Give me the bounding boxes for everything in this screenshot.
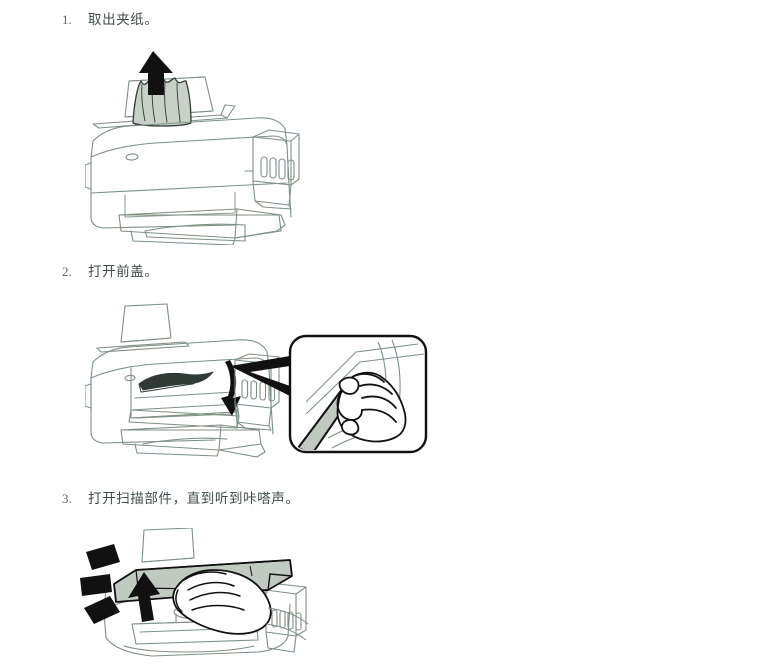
ink-tank-unit [244,129,300,210]
body-front-bottom [90,192,236,229]
body-top-curve [92,339,268,363]
body-front-bottom [90,411,216,444]
figure-open-scanner-unit [80,528,315,665]
interior-floor [123,645,255,653]
ink-window-1 [260,156,268,178]
left-side-tab [85,383,92,409]
rear-feeder-lip [96,341,190,353]
step-3-number: 3. [62,491,72,506]
callout-content [296,339,424,450]
up-arrow-1 [86,544,120,570]
scanner-open-arrows [80,544,160,624]
callout-illustration [230,334,428,454]
tray-right-foot [234,214,286,239]
step-2-text: 打开前盖。 [88,264,159,280]
printer-illustration-1 [85,51,300,245]
left-side-tab [85,162,92,190]
lift-arrow-main [128,572,160,622]
printer-illustration-2 [85,303,280,458]
step-1-number: 1. [62,12,72,27]
step-3-text: 打开扫描部件，直到听到咔嗒声。 [88,491,300,507]
hand-fingers [175,571,245,613]
step-1: 1. 取出夹纸。 [62,8,159,28]
rear-paper-support [120,303,172,343]
step-2-number: 2. [62,264,72,279]
printer-illustration-3 [80,528,309,657]
step-1-text: 取出夹纸。 [88,12,159,28]
output-tray-extended [118,208,282,245]
front-face-top-line [90,182,288,194]
top-panel-button [124,374,136,382]
down-arrow [221,360,241,416]
top-deck-seam [90,135,288,158]
jammed-paper-inside-edge [138,371,214,393]
figure-open-front-cover [85,300,285,470]
jammed-paper [132,77,192,127]
top-panel-button [125,153,139,161]
ink-window-4 [287,159,295,181]
fingertip-grip [338,376,360,436]
figure-remove-jammed-paper [85,45,300,245]
rear-paper-support [141,528,195,563]
ink-window-2 [250,380,258,400]
ink-window-1 [241,379,249,399]
interior-shelf [134,391,234,399]
step-2: 2. 打开前盖。 [62,260,159,280]
ink-window-4 [295,612,302,631]
body-bottom-curve [105,635,289,657]
front-cover-open [128,403,240,429]
up-arrow-2 [80,574,112,596]
hand-wrist [265,607,309,641]
ink-window-3 [287,611,294,630]
step-3: 3. 打开扫描部件，直到听到咔嗒声。 [62,487,300,507]
ink-window-2 [279,610,286,629]
callout-front-cover-hand [228,330,433,460]
ink-window-3 [278,158,286,180]
ink-window-1 [271,609,278,628]
tray-right-foot [218,443,266,458]
tray-slot [124,191,236,218]
body-top-front-curve [92,117,286,142]
up-arrow [139,51,173,95]
ink-window-2 [269,157,277,179]
callout-leader [230,356,290,396]
up-arrow-3 [84,596,120,624]
